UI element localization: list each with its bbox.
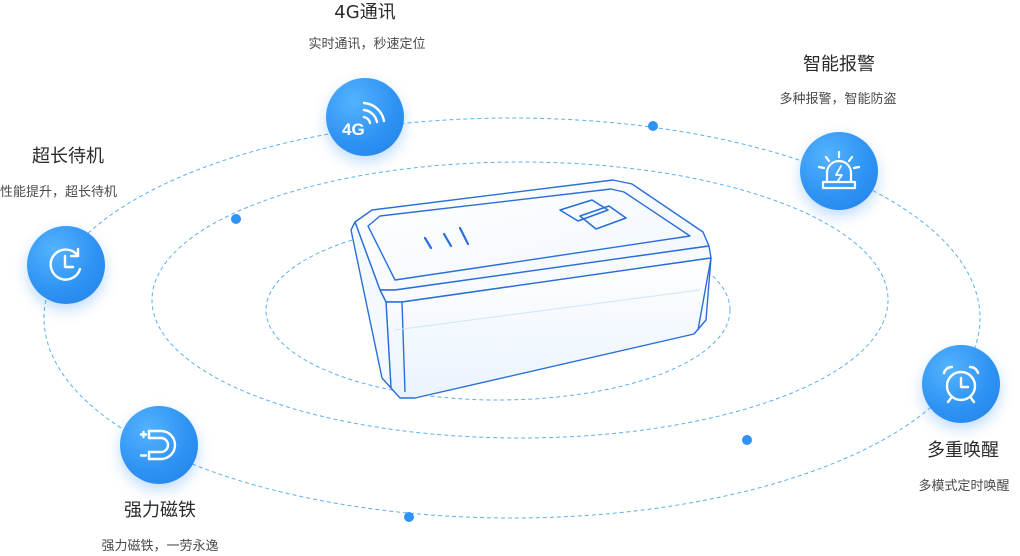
siren-icon xyxy=(800,132,878,210)
orbit-dot xyxy=(648,121,658,131)
feature-title-standby: 超长待机 xyxy=(32,146,104,167)
inner-orbit xyxy=(265,219,731,401)
orbit-dot xyxy=(742,435,752,445)
tracker-device-illustration xyxy=(350,179,712,399)
feature-desc-standby: 性能提升，超长待机 xyxy=(0,185,118,200)
feature-title-4g: 4G通讯 xyxy=(334,2,396,23)
orbit-dot xyxy=(404,512,414,522)
clock-refresh-icon xyxy=(27,226,105,304)
magnet-icon xyxy=(120,406,198,484)
feature-title-wakeup: 多重唤醒 xyxy=(927,440,999,461)
alarm-clock-icon xyxy=(922,345,1000,423)
signal-4g-icon: 4G xyxy=(326,78,404,156)
outer-orbit xyxy=(43,117,981,519)
4g-badge-text: 4G xyxy=(342,120,365,139)
feature-title-magnet: 强力磁铁 xyxy=(124,500,196,521)
feature-desc-magnet: 强力磁铁，一劳永逸 xyxy=(101,539,219,554)
middle-orbit xyxy=(151,161,889,439)
feature-title-alarm: 智能报警 xyxy=(803,54,875,75)
feature-desc-wakeup: 多模式定时唤醒 xyxy=(918,479,1010,494)
orbit-dot xyxy=(231,214,241,224)
feature-desc-alarm: 多种报警，智能防盗 xyxy=(779,92,897,107)
feature-desc-4g: 实时通讯，秒速定位 xyxy=(308,37,426,52)
